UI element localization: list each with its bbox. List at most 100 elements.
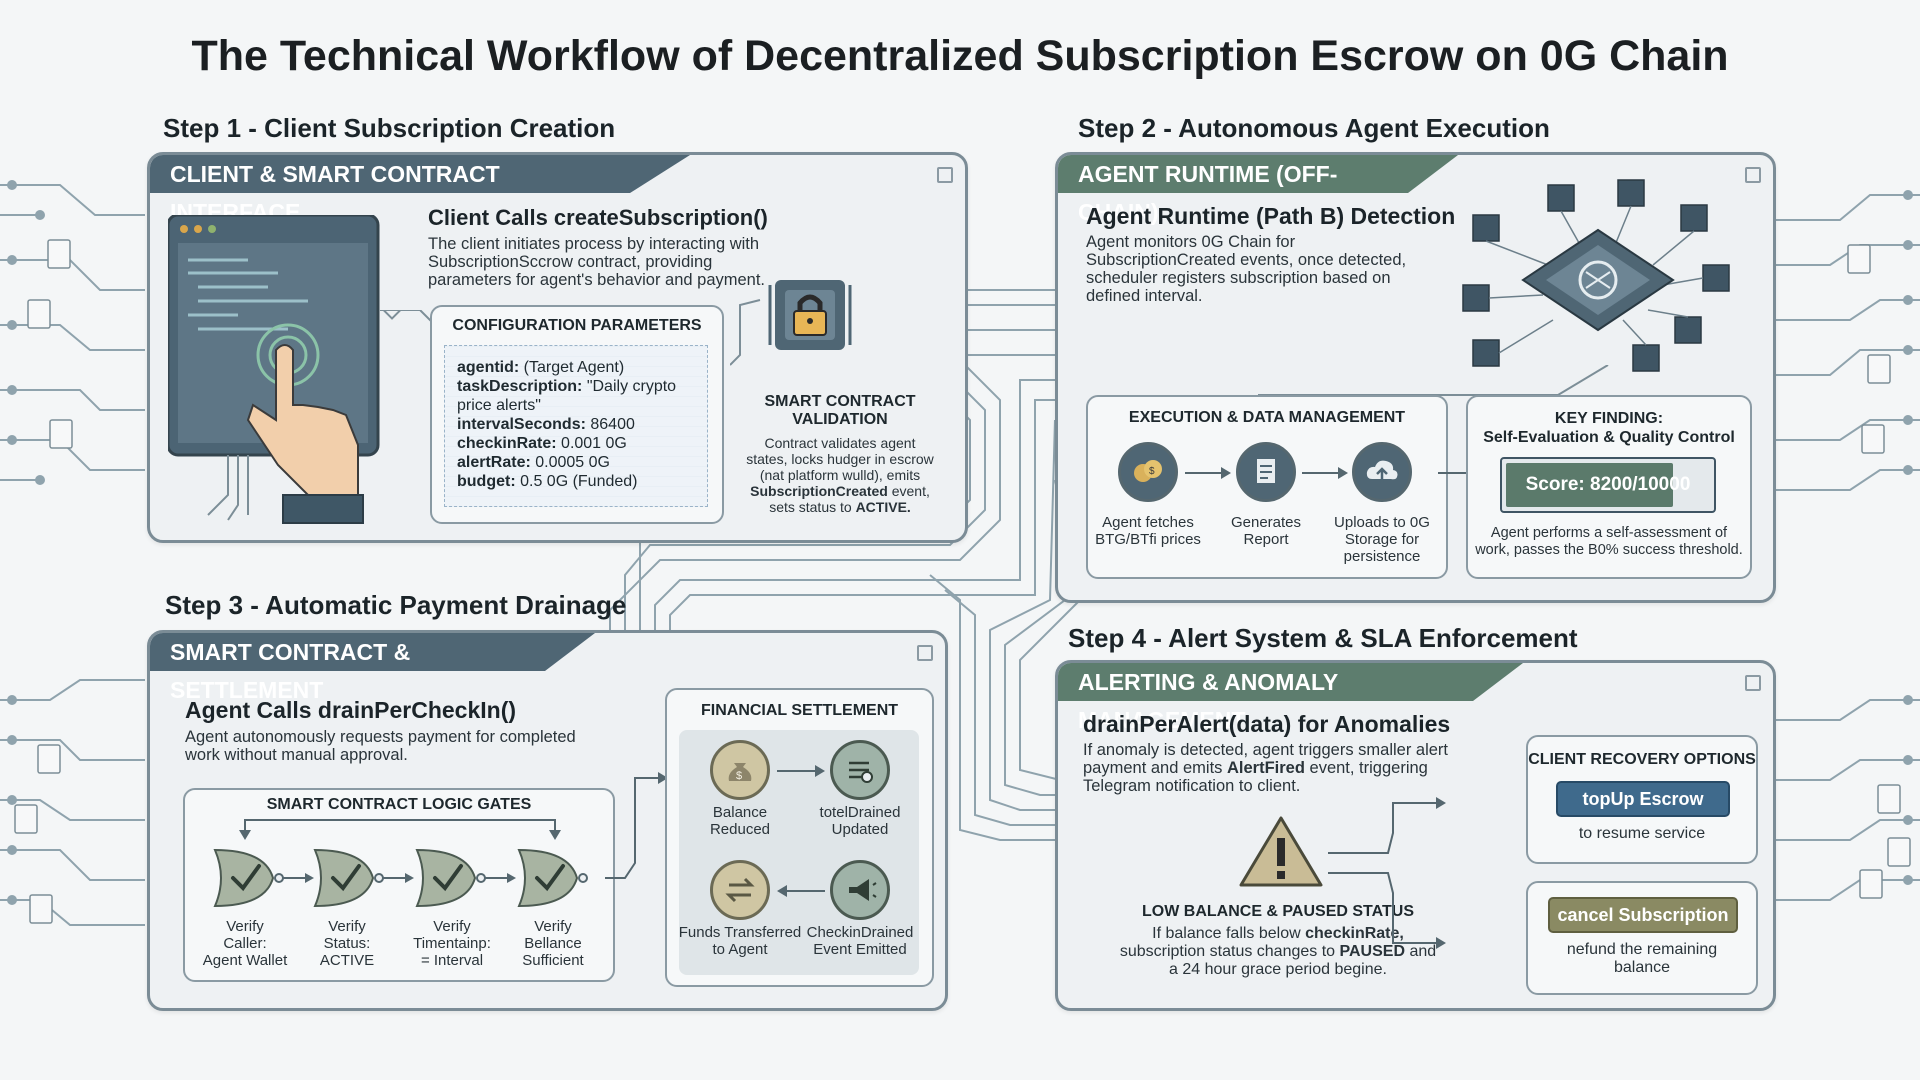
sc-validation-desc: Contract validates agent states, locks h… [735, 435, 945, 515]
desc-line: nefund the remaining [1566, 941, 1718, 958]
desc-line: Agent performs a self-assessment of [1490, 525, 1728, 541]
param-alert: alertRate: 0.0005 0G [457, 454, 610, 471]
sc-title-line: VALIDATION [792, 411, 888, 428]
step3-label: Step 3 - Automatic Payment Drainage [165, 590, 627, 620]
label-line: Verify [534, 918, 572, 935]
step4-description: If anomaly is detected, agent triggers s… [1083, 741, 1448, 795]
header-tab-shape [545, 633, 595, 671]
label-line: CheckinDrained [806, 924, 914, 941]
label-line: Bellance [524, 935, 582, 952]
label-line: Generates [1230, 514, 1302, 531]
logic-gates-title: SMART CONTRACT LOGIC GATES [266, 796, 532, 813]
desc-line: Agent autonomously requests payment for … [185, 728, 576, 746]
step1-label: Step 1 - Client Subscription Creation [163, 113, 616, 143]
desc-line: SubscriptionSccrow contract, providing [428, 253, 713, 271]
label-line: Funds Transferred [678, 924, 802, 941]
desc-line: SubscriptionCreated events, once detecte… [1086, 251, 1407, 269]
key-finding-desc: Agent performs a self-assessment of work… [1474, 525, 1744, 559]
step2-panel: AGENT RUNTIME (OFF-CHAIN) Agent Runtime … [1055, 152, 1776, 603]
svg-text:$: $ [1149, 466, 1155, 477]
step3-panel: SMART CONTRACT & SETTLEMENT Agent Calls … [147, 630, 948, 1011]
step2-description: Agent monitors 0G Chain for Subscription… [1086, 233, 1406, 305]
label-line: Report [1243, 531, 1289, 548]
title-line: KEY FINDING: [1554, 410, 1664, 427]
param-checkin: checkinRate: 0.001 0G [457, 435, 627, 452]
label-line: = Interval [420, 952, 484, 969]
lock-chip-icon [730, 280, 852, 366]
label-line: totelDrained [819, 804, 901, 821]
logic-gates-diagram [213, 819, 588, 908]
execution-box: EXECUTION & DATA MANAGEMENT $ Agent fetc… [1086, 395, 1448, 579]
arrow-right-icon [777, 765, 825, 777]
desc-line: The client initiates process by interact… [428, 235, 760, 253]
param-interval: intervalSeconds: 86400 [457, 416, 635, 433]
label-line: Timentainp: [413, 935, 491, 952]
step2-heading: Agent Runtime (Path B) Detection [1086, 203, 1456, 229]
financial-title: FINANCIAL SETTLEMENT [700, 702, 899, 719]
step2-label: Step 2 - Autonomous Agent Execution [1078, 113, 1550, 143]
config-title: CONFIGURATION PARAMETERS [452, 317, 702, 334]
desc-line: a 24 hour grace period begine. [1169, 961, 1387, 978]
desc-line: Agent monitors 0G Chain for [1086, 233, 1296, 251]
desc-line: defined interval. [1086, 287, 1203, 305]
step4-header: ALERTING & ANOMALY MANAGEMENT [1058, 663, 1473, 733]
step1-heading: Client Calls createSubscription() [428, 205, 768, 230]
score-bar: Score: 8200/10000 [1500, 457, 1716, 513]
panel-corner-icon [917, 645, 933, 661]
recovery-title: CLIENT RECOVERY OPTIONS [1528, 751, 1756, 768]
desc-line: parameters for agent's behavior and paym… [428, 271, 766, 289]
panel-corner-icon [1745, 167, 1761, 183]
svg-text:$: $ [736, 770, 742, 782]
transfer-icon [710, 860, 770, 920]
arrow-right-icon [1302, 467, 1348, 479]
topup-escrow-button[interactable]: topUp Escrow [1556, 781, 1730, 817]
connector-arrows [1328, 797, 1446, 949]
cancel-subscription-button[interactable]: cancel Subscription [1548, 897, 1738, 933]
low-balance-desc: If balance falls below checkinRate, subs… [1098, 925, 1458, 979]
label-line: Agent Wallet [202, 952, 288, 969]
desc-line: If anomaly is detected, agent triggers s… [1083, 741, 1449, 759]
sc-validation-title: SMART CONTRACT VALIDATION [740, 393, 940, 429]
report-icon [1236, 442, 1296, 502]
desc-line: work without manual approval. [185, 746, 408, 764]
step4-label: Step 4 - Alert System & SLA Enforcement [1068, 623, 1578, 653]
panel-corner-icon [937, 167, 953, 183]
arrow-left-icon [777, 885, 825, 897]
topup-desc: to resume service [1578, 825, 1706, 842]
sc-desc-line: states, locks hudger in escrow [746, 451, 934, 467]
warning-icon [1239, 816, 1323, 887]
params-grid: agentid: (Target Agent) taskDescription:… [444, 345, 708, 507]
execution-title: EXECUTION & DATA MANAGEMENT [1128, 409, 1406, 426]
step1-description: The client initiates process by interact… [428, 235, 765, 289]
desc-line: scheduler registers subscription based o… [1086, 269, 1391, 287]
step2-header: AGENT RUNTIME (OFF-CHAIN) [1058, 155, 1408, 225]
desc-line: If balance falls below checkinRate, [1152, 925, 1404, 942]
money-bag-icon: $ [710, 740, 770, 800]
label-line: Storage for [1344, 531, 1420, 548]
recovery-options-box: CLIENT RECOVERY OPTIONS topUp Escrow to … [1526, 735, 1758, 864]
logic-gates-box: SMART CONTRACT LOGIC GATES Verify [183, 788, 615, 982]
label-line: Event Emitted [813, 941, 907, 958]
key-finding-title: KEY FINDING: Self-Evaluation & Quality C… [1468, 409, 1750, 447]
header-tab-shape [1408, 155, 1458, 193]
param-task-cont: price alerts" [457, 397, 541, 414]
sc-desc-line: (nat platform wulld), emits [759, 467, 921, 483]
key-finding-box: KEY FINDING: Self-Evaluation & Quality C… [1466, 395, 1752, 579]
score-bar-fill [1506, 463, 1673, 507]
label-line: Caller: [223, 935, 267, 952]
desc-line: Telegram notification to client. [1083, 777, 1301, 795]
sc-title-line: SMART CONTRACT [764, 393, 916, 410]
step4-panel: ALERTING & ANOMALY MANAGEMENT drainPerAl… [1055, 660, 1776, 1011]
label-line: BTG/BTfi prices [1095, 531, 1201, 548]
config-parameters-box: CONFIGURATION PARAMETERS agentid: (Targe… [430, 305, 724, 524]
step4-heading: drainPerAlert(data) for Anomalies [1083, 711, 1451, 737]
label-line: Status: [323, 935, 371, 952]
step3-header: SMART CONTRACT & SETTLEMENT [150, 633, 545, 703]
